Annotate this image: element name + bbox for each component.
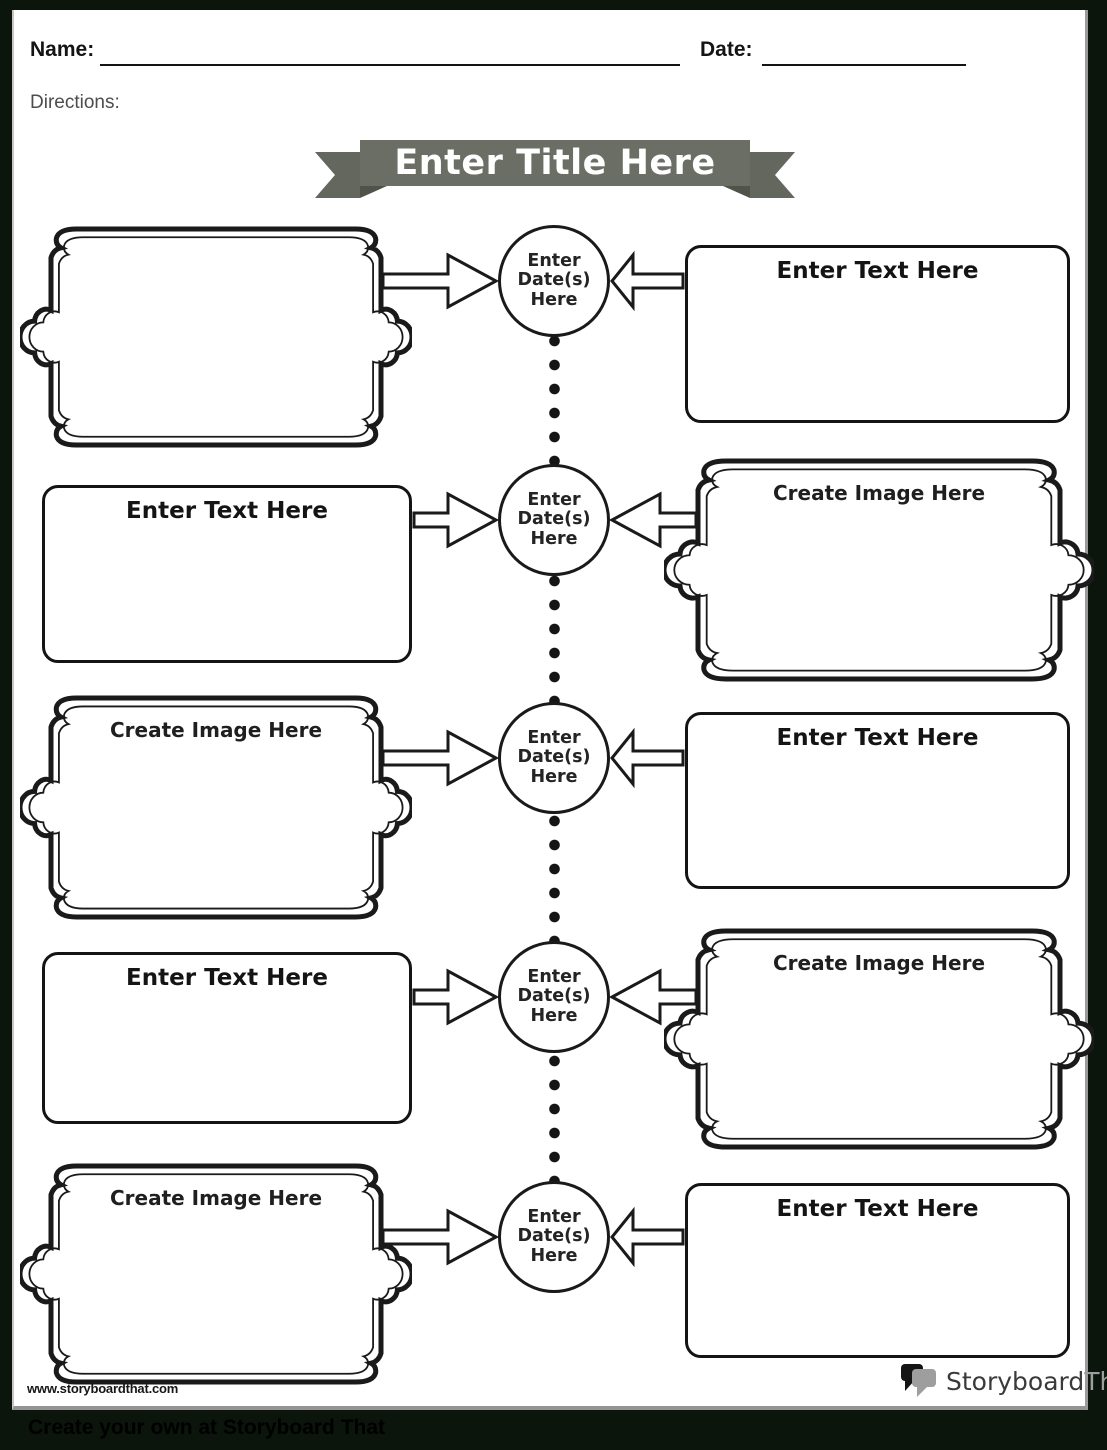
date-circle-line: Date(s) [517, 747, 591, 768]
text-box[interactable]: Enter Text Here [685, 1183, 1070, 1358]
date-circle-line: Here [530, 1005, 578, 1026]
frame-title: Create Image Here [772, 481, 986, 505]
ribbon-tail-right [750, 152, 795, 198]
date-circle-line: Enter [527, 967, 581, 988]
text-box[interactable]: Enter Text Here [42, 952, 412, 1124]
image-frame[interactable]: Create Image Here [20, 692, 412, 923]
name-underline [100, 64, 680, 66]
speech-bubbles-icon [901, 1364, 936, 1397]
ribbon-band [360, 140, 750, 186]
image-frame[interactable]: Create Image Here [20, 1160, 412, 1388]
text-box[interactable]: Enter Text Here [685, 712, 1070, 889]
date-circle-line: Here [530, 289, 578, 310]
directions-label: Directions: [30, 92, 120, 113]
date-circle-line: Here [530, 1245, 578, 1266]
left-arrow-icon [608, 968, 698, 1026]
frame-title: Create Image Here [109, 718, 323, 742]
date-circle[interactable]: Enter Date(s) Here [498, 941, 610, 1053]
text-box-title: Enter Text Here [776, 1196, 979, 1222]
date-circle[interactable]: Enter Date(s) Here [498, 464, 610, 576]
date-circle-line: Date(s) [517, 270, 591, 291]
worksheet-page: Name: Date: Directions: Enter Title Here… [12, 10, 1107, 1410]
date-circle-line: Enter [527, 490, 581, 511]
website-url: www.storyboardthat.com [27, 1381, 179, 1396]
right-arrow-icon [412, 491, 500, 549]
date-circle-line: Enter [527, 1207, 581, 1228]
frame-title: Create Image Here [109, 1186, 323, 1210]
text-box-title: Enter Text Here [126, 498, 328, 524]
title-ribbon [315, 140, 795, 198]
left-arrow-icon [610, 250, 685, 312]
text-box-title: Enter Text Here [126, 965, 328, 991]
name-label: Name: [30, 38, 95, 61]
ribbon-tail-left [315, 152, 360, 198]
right-arrow-icon [412, 968, 500, 1026]
right-arrow-icon [381, 1208, 500, 1266]
right-arrow-icon [381, 252, 500, 310]
image-frame[interactable]: Create Image Here [664, 455, 1094, 685]
date-circle-line: Here [530, 528, 578, 549]
date-circle-line: Here [530, 766, 578, 787]
bottom-bar: Create your own at Storyboard That [0, 1410, 1107, 1450]
text-box-title: Enter Text Here [776, 725, 979, 751]
text-box[interactable]: Enter Text Here [685, 245, 1070, 423]
date-circle-line: Enter [527, 251, 581, 272]
date-circle[interactable]: Enter Date(s) Here [498, 1181, 610, 1293]
image-frame[interactable] [20, 223, 412, 451]
right-arrow-icon [381, 729, 500, 787]
date-circle-line: Enter [527, 728, 581, 749]
left-arrow-icon [610, 1206, 685, 1268]
ribbon-fold-left [360, 186, 387, 198]
text-box[interactable]: Enter Text Here [42, 485, 412, 663]
ribbon-fold-right [723, 186, 750, 198]
image-frame[interactable]: Create Image Here [664, 925, 1094, 1153]
date-circle[interactable]: Enter Date(s) Here [498, 702, 610, 814]
left-arrow-icon [610, 727, 685, 789]
date-circle-line: Date(s) [517, 986, 591, 1007]
date-label: Date: [700, 38, 753, 61]
logo-text-secondary: That [1084, 1366, 1107, 1396]
frame-title: Create Image Here [772, 951, 986, 975]
logo-text-primary: Storyboard [946, 1366, 1085, 1396]
title-placeholder[interactable]: Enter Title Here [394, 143, 716, 183]
text-box-title: Enter Text Here [776, 258, 979, 284]
date-circle[interactable]: Enter Date(s) Here [498, 225, 610, 337]
date-circle-line: Date(s) [517, 1226, 591, 1247]
date-underline [762, 64, 966, 66]
date-circle-line: Date(s) [517, 509, 591, 530]
bottom-bar-text: Create your own at Storyboard That [28, 1416, 386, 1439]
left-arrow-icon [608, 491, 698, 549]
